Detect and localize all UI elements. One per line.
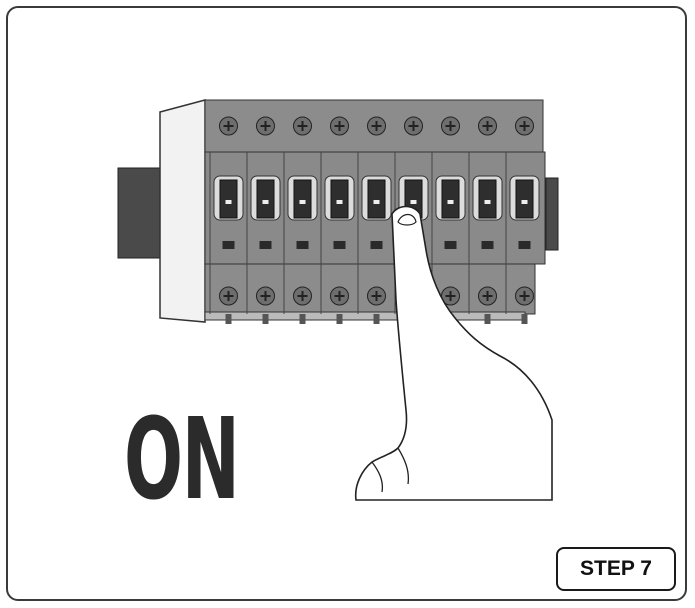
power-on-label: ON — [124, 404, 239, 516]
bottom-rail — [205, 312, 525, 320]
wire-stub — [374, 314, 380, 324]
status-window — [371, 241, 383, 249]
status-window — [519, 241, 531, 249]
toggle-mark — [300, 200, 306, 204]
breaker-toggle — [442, 180, 459, 218]
toggle-mark — [337, 200, 343, 204]
wire-stub — [485, 314, 491, 324]
status-window — [482, 241, 494, 249]
status-window — [445, 241, 457, 249]
status-window — [260, 241, 272, 249]
breaker-toggle — [479, 180, 496, 218]
toggle-mark — [411, 200, 417, 204]
breaker-toggle — [368, 180, 385, 218]
wire-stub — [522, 314, 528, 324]
status-window — [223, 241, 235, 249]
step-badge: STEP 7 — [556, 547, 676, 591]
toggle-mark — [263, 200, 269, 204]
breaker-toggle — [331, 180, 348, 218]
toggle-mark — [374, 200, 380, 204]
din-rail-mount-right — [546, 178, 558, 250]
toggle-mark — [522, 200, 528, 204]
panel-side-housing — [160, 100, 205, 322]
toggle-mark — [226, 200, 232, 204]
breaker-toggle — [220, 180, 237, 218]
status-window — [334, 241, 346, 249]
wire-stub — [337, 314, 343, 324]
breaker-toggle — [294, 180, 311, 218]
wire-stub — [263, 314, 269, 324]
wire-stub — [226, 314, 232, 324]
toggle-mark — [448, 200, 454, 204]
breaker-toggle — [257, 180, 274, 218]
status-window — [297, 241, 309, 249]
breaker-toggle — [516, 180, 533, 218]
wire-stub — [300, 314, 306, 324]
toggle-mark — [485, 200, 491, 204]
